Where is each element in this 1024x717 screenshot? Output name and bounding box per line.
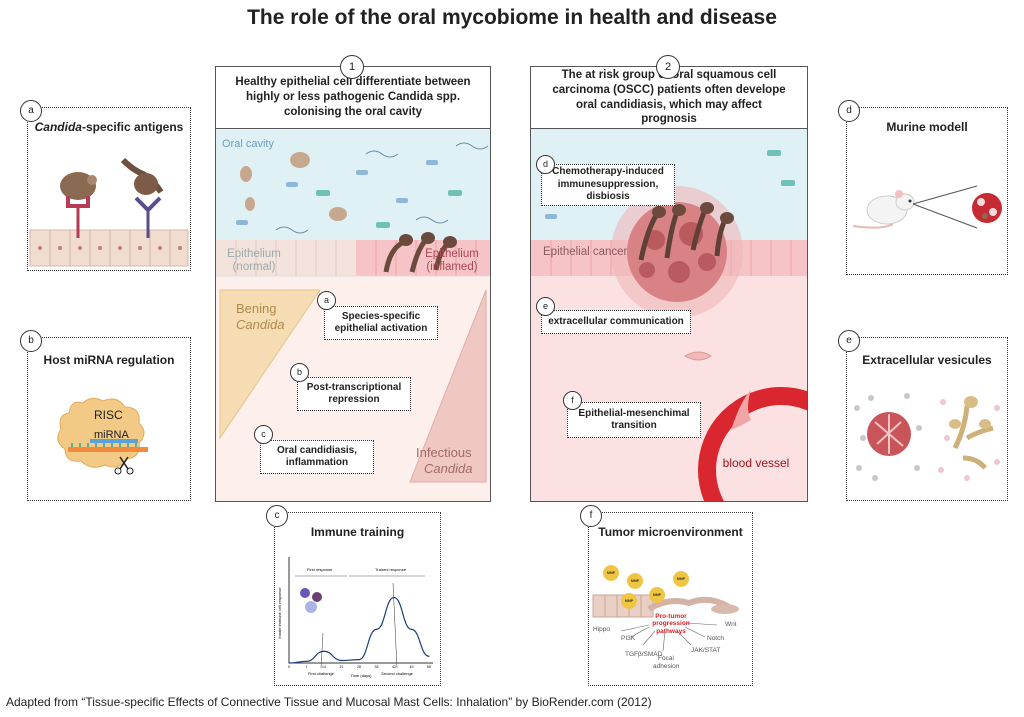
chart-xtick-7: 49 xyxy=(410,665,414,669)
chart-point-0 xyxy=(288,662,290,664)
box-d-title: Murine modell xyxy=(886,120,968,134)
label-extracellular-communication: extracellular communication xyxy=(541,310,691,334)
antigen-illustration xyxy=(29,157,189,267)
chart-point-5 xyxy=(375,628,378,630)
blood-vessel-label: blood vessel xyxy=(722,456,790,470)
tumor-illustration: MMP MMP MMP MMP MMP xyxy=(592,565,739,652)
mirna-label: miRNA xyxy=(94,429,129,441)
label-e-badge: e xyxy=(536,297,555,316)
risc-label: RISC xyxy=(94,408,123,422)
chart-ylabel: Innate immune cell response xyxy=(277,587,282,639)
label-d-badge: d xyxy=(536,155,555,174)
chart-xtick-6: 42 xyxy=(392,665,396,669)
trained-response-label: Trained response xyxy=(375,567,407,572)
panel-oscc: The at risk group of oral squamous cell … xyxy=(530,66,808,502)
box-murine-model: Murine modell xyxy=(846,107,1008,275)
chart-xtick-0: 0 xyxy=(288,665,290,669)
mmp-label-5: MMP xyxy=(625,599,634,603)
chart-xtick-1: 7 xyxy=(306,665,308,669)
label-f-badge: f xyxy=(563,391,582,410)
mmp-label-2: MMP xyxy=(631,579,640,583)
panel-healthy: Healthy epithelial cell differentiate be… xyxy=(215,66,491,502)
box-extracellular-vesicules: Extracellular vesicules xyxy=(846,337,1008,501)
box-tumor-microenvironment: Tumor microenvironment MMP MMP MMP MMP M… xyxy=(588,512,753,686)
badge-c: c xyxy=(266,505,288,527)
chart-point-1 xyxy=(305,660,308,662)
pathway-tgfb-smad: TGFβ/SMAD xyxy=(625,651,663,658)
pathway-focal-adhesion: Focal adhesion xyxy=(653,655,680,670)
panel-2-badge: 2 xyxy=(656,55,680,79)
chart-xtick-4: 28 xyxy=(357,665,361,669)
oral-cavity-label: Oral cavity xyxy=(222,138,274,150)
pathway-wnt: Wnt xyxy=(725,621,737,628)
second-challenge-label: Second challenge xyxy=(381,671,414,676)
first-challenge-label: First challenge xyxy=(308,671,335,676)
box-f-title: Tumor microenvironment xyxy=(598,525,743,539)
mmp-label-1: MMP xyxy=(607,571,616,575)
pathway-hippo: Hippo xyxy=(593,626,610,633)
mmp-label-4: MMP xyxy=(677,577,686,581)
label-chemotherapy: Chemotherapy-induced immunesuppression, … xyxy=(541,164,675,206)
label-oral-candidiasis: Oral candidiasis, inflammation xyxy=(260,440,374,474)
vesicules-illustration xyxy=(854,393,1000,481)
chart-xtick-8: 56 xyxy=(427,665,431,669)
chart-point-4 xyxy=(358,659,360,661)
risc-illustration xyxy=(57,397,148,475)
chart-xtick-5: 35 xyxy=(375,665,379,669)
immune-chart: Innate immune cell response Time (days) … xyxy=(277,557,433,678)
infectious-label: Infectious xyxy=(416,445,472,460)
badge-a: a xyxy=(20,100,42,122)
chart-xtick-2: 14 xyxy=(322,665,326,669)
page-title: The role of the oral mycobiome in health… xyxy=(247,6,777,29)
mouse-illustration xyxy=(852,185,1002,229)
box-b-title: Host miRNA regulation xyxy=(43,353,175,367)
bening-label: Bening xyxy=(236,301,277,316)
panel-1-illustration xyxy=(216,130,490,483)
box-candida-antigens: Candida-specific antigens xyxy=(27,107,191,271)
mmp-label-3: MMP xyxy=(653,593,662,597)
badge-b: b xyxy=(20,330,42,352)
bening-candida-label: Candida xyxy=(236,317,285,332)
first-response-label: First response xyxy=(307,567,333,572)
pathway-notch: Notch xyxy=(707,635,724,642)
box-immune-training: Immune training Innate immune cell respo… xyxy=(274,512,441,686)
pathway-jak-stat: JAK/STAT xyxy=(691,647,721,654)
chart-point-2 xyxy=(323,650,325,652)
epithelial-cancer-label: Epithelial cancer xyxy=(543,246,628,258)
pathway-pi3k: PI3K xyxy=(621,635,636,642)
panel-1-badge: 1 xyxy=(340,55,364,79)
box-a-title: Candida-specific antigens xyxy=(34,120,184,134)
label-emt: Epithelial-mesenchimal transition xyxy=(567,402,701,438)
badge-f: f xyxy=(580,505,602,527)
chart-point-8 xyxy=(428,655,430,657)
epithelium-inflamed-label: Epithelium (inflamed) xyxy=(425,248,479,273)
badge-d: d xyxy=(838,100,860,122)
attribution-footer: Adapted from “Tissue-specific Effects of… xyxy=(6,695,652,709)
label-post-transcriptional: Post-transcriptional repression xyxy=(297,377,411,411)
infectious-candida-label: Candida xyxy=(424,461,473,476)
label-c-badge: c xyxy=(254,425,273,444)
chart-point-3 xyxy=(340,659,343,662)
box-e-title: Extracellular vesicules xyxy=(862,353,992,367)
pathways-center-label: Pro-tumor progression pathways xyxy=(652,613,690,635)
chart-xlabel: Time (days) xyxy=(351,673,373,678)
chart-point-7 xyxy=(410,628,413,630)
chart-xtick-3: 21 xyxy=(340,665,344,669)
badge-e: e xyxy=(838,330,860,352)
box-c-title: Immune training xyxy=(310,525,405,539)
label-a-badge: a xyxy=(317,291,336,310)
label-b-badge: b xyxy=(290,363,309,382)
epithelium-normal-label: Epithelium (normal) xyxy=(227,248,281,273)
label-species-activation: Species-specific epithelial activation xyxy=(324,306,438,340)
box-host-mirna: Host miRNA regulation RISC miRNA xyxy=(27,337,191,501)
